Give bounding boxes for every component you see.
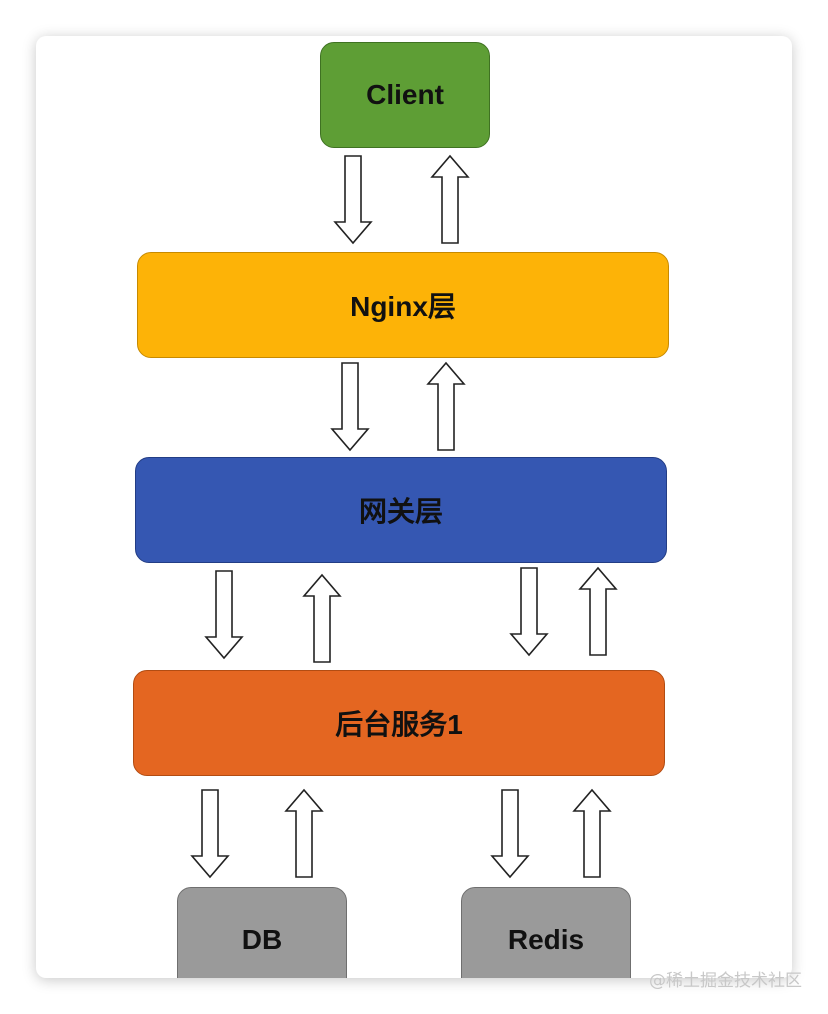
arrow-down-gateway-to-backend-right (509, 567, 549, 657)
client-node: Client (320, 42, 490, 148)
arrow-down-client-to-nginx (333, 155, 373, 245)
diagram-canvas: Client Nginx层 网关层 后台服务1 DB Redis (36, 36, 792, 978)
nginx-layer-label: Nginx层 (350, 291, 456, 322)
redis-node: Redis (461, 887, 631, 978)
gateway-layer-node: 网关层 (135, 457, 667, 563)
arrow-down-backend-to-db (190, 789, 230, 879)
arrow-down-gateway-to-backend-left (204, 570, 244, 660)
redis-node-label: Redis (507, 924, 585, 955)
arrow-up-db-to-backend (284, 788, 324, 878)
backend-service-node: 后台服务1 (133, 670, 665, 776)
arrow-up-redis-to-backend (572, 788, 612, 878)
arrow-up-backend-to-gateway-right (578, 566, 618, 656)
arrow-up-nginx-to-client (430, 154, 470, 244)
client-node-label: Client (366, 79, 444, 110)
arrow-up-backend-to-gateway-left (302, 573, 342, 663)
db-node-label: DB (241, 924, 283, 955)
gateway-layer-label: 网关层 (358, 496, 443, 527)
nginx-layer-node: Nginx层 (137, 252, 669, 358)
backend-service-label: 后台服务1 (335, 709, 463, 740)
arrow-down-nginx-to-gateway (330, 362, 370, 452)
db-node: DB (177, 887, 347, 978)
watermark: @稀土掘金技术社区 (649, 971, 802, 991)
connector-arrows (190, 154, 618, 879)
arrow-down-backend-to-redis (490, 789, 530, 879)
arrow-up-gateway-to-nginx (426, 361, 466, 451)
